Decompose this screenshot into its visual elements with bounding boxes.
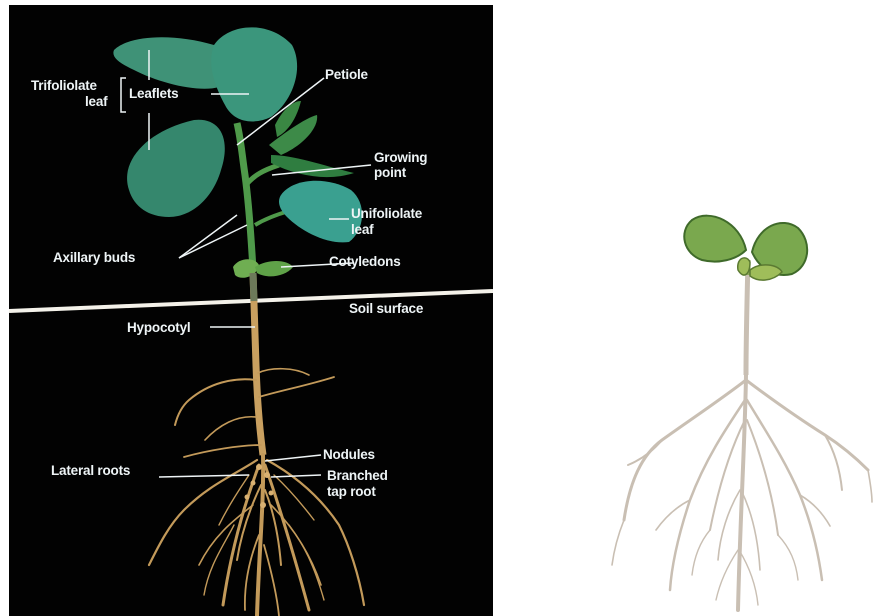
sketch-stem — [746, 260, 748, 375]
leaflet-lower-left — [127, 120, 225, 217]
label-soil-surface: Soil surface — [349, 302, 423, 316]
sketch-root-system — [612, 375, 872, 610]
unifoliolate-leaf — [279, 181, 362, 243]
labeled-soybean-photo: Trifoliolate leaf Leaflets Petiole Growi… — [9, 5, 493, 616]
label-axillary-buds: Axillary buds — [53, 251, 135, 265]
label-unifoliolate-line2: leaf — [351, 223, 373, 237]
label-growing-point-line2: point — [374, 166, 406, 180]
label-trifoliolate: Trifoliolate — [31, 79, 97, 93]
seedling-sketch — [600, 190, 875, 616]
leaflet-top-left — [113, 37, 226, 89]
cotyledon-right — [255, 261, 293, 276]
growing-point-leaf — [269, 115, 317, 155]
leaflet-top-right — [211, 27, 297, 121]
sketch-leaf-left — [684, 216, 746, 262]
label-hypocotyl: Hypocotyl — [127, 321, 190, 335]
label-cotyledons: Cotyledons — [329, 255, 401, 269]
label-growing-point-line1: Growing — [374, 151, 427, 165]
label-nodules: Nodules — [323, 448, 375, 462]
label-petiole: Petiole — [325, 68, 368, 82]
label-branched-tap-root-line2: tap root — [327, 485, 376, 499]
label-unifoliolate-line1: Unifoliolate — [351, 207, 422, 221]
label-branched-tap-root-line1: Branched — [327, 469, 388, 483]
trifoliolate-bracket — [121, 78, 126, 112]
stem — [237, 123, 253, 270]
label-trifoliolate-leaf: leaf — [85, 95, 107, 109]
sketch-cotyledon-right — [750, 265, 782, 280]
label-leaflets: Leaflets — [129, 87, 178, 101]
seedling-sketch-illustration — [600, 190, 875, 616]
sketch-cotyledon-left — [738, 258, 750, 275]
label-lateral-roots: Lateral roots — [51, 464, 130, 478]
